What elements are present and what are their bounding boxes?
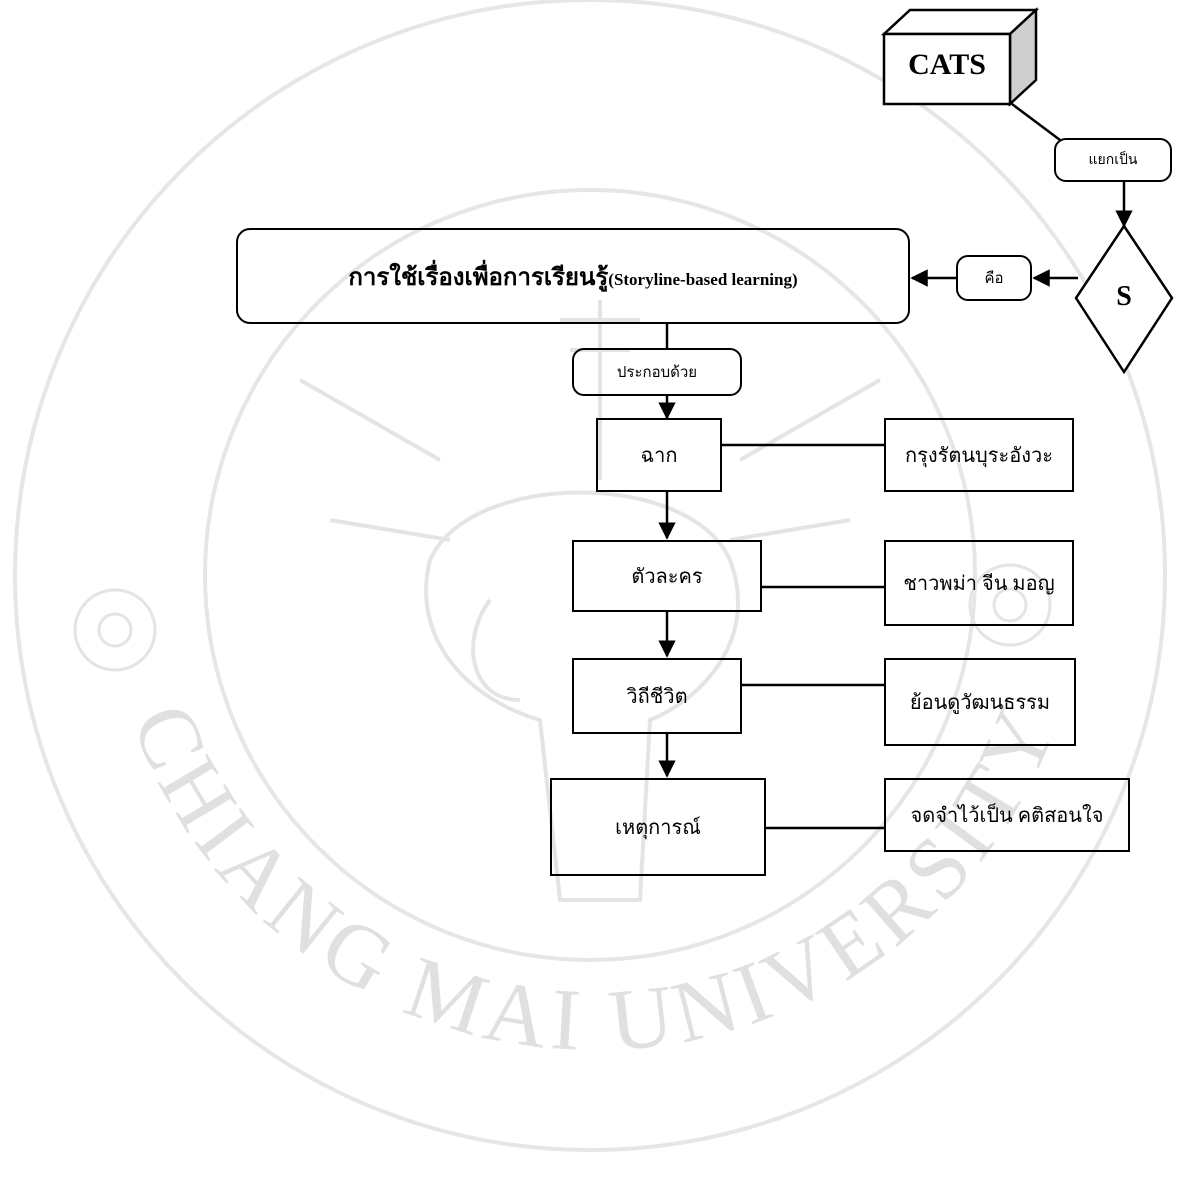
cats-cube <box>880 7 1040 107</box>
connector-cats-split <box>1011 103 1061 141</box>
s-decision-diamond <box>1074 223 1174 375</box>
main-title-thai: การใช้เรื่องเพื่อการเรียนรู้ <box>348 264 609 291</box>
main-title-english: (Storyline-based learning) <box>608 269 798 289</box>
split-box: แยกเป็น <box>1054 138 1172 182</box>
detail-box-lifestyle: ย้อนดูวัฒนธรรม <box>884 658 1076 746</box>
detail-label: กรุงรัตนบุระอังวะ <box>905 445 1053 467</box>
detail-box-event: จดจำไว้เป็น คติสอนใจ <box>884 778 1130 852</box>
element-label: ตัวละคร <box>631 566 703 588</box>
main-concept-box: การใช้เรื่องเพื่อการเรียนรู้(Storyline-b… <box>236 228 910 324</box>
detail-label: จดจำไว้เป็น คติสอนใจ <box>910 805 1104 827</box>
consists-label: ประกอบด้วย <box>616 365 698 381</box>
element-box-lifestyle: วิถีชีวิต <box>572 658 742 734</box>
element-box-event: เหตุการณ์ <box>550 778 766 876</box>
consists-box: ประกอบด้วย <box>572 348 742 396</box>
main-concept-title: การใช้เรื่องเพื่อการเรียนรู้(Storyline-b… <box>348 257 797 296</box>
s-label: S <box>1116 281 1132 312</box>
detail-box-character: ชาวพม่า จีน มอญ <box>884 540 1074 626</box>
element-label: เหตุการณ์ <box>615 817 701 839</box>
is-box: คือ <box>956 255 1032 301</box>
element-box-character: ตัวละคร <box>572 540 762 612</box>
cats-label: CATS <box>908 48 986 81</box>
element-box-scene: ฉาก <box>596 418 722 492</box>
detail-box-scene: กรุงรัตนบุระอังวะ <box>884 418 1074 492</box>
element-label: วิถีชีวิต <box>626 686 688 708</box>
element-label: ฉาก <box>640 445 678 467</box>
detail-label: ชาวพม่า จีน มอญ <box>903 573 1055 595</box>
detail-label: ย้อนดูวัฒนธรรม <box>909 692 1051 714</box>
is-label: คือ <box>984 271 1004 287</box>
split-label: แยกเป็น <box>1088 153 1138 168</box>
